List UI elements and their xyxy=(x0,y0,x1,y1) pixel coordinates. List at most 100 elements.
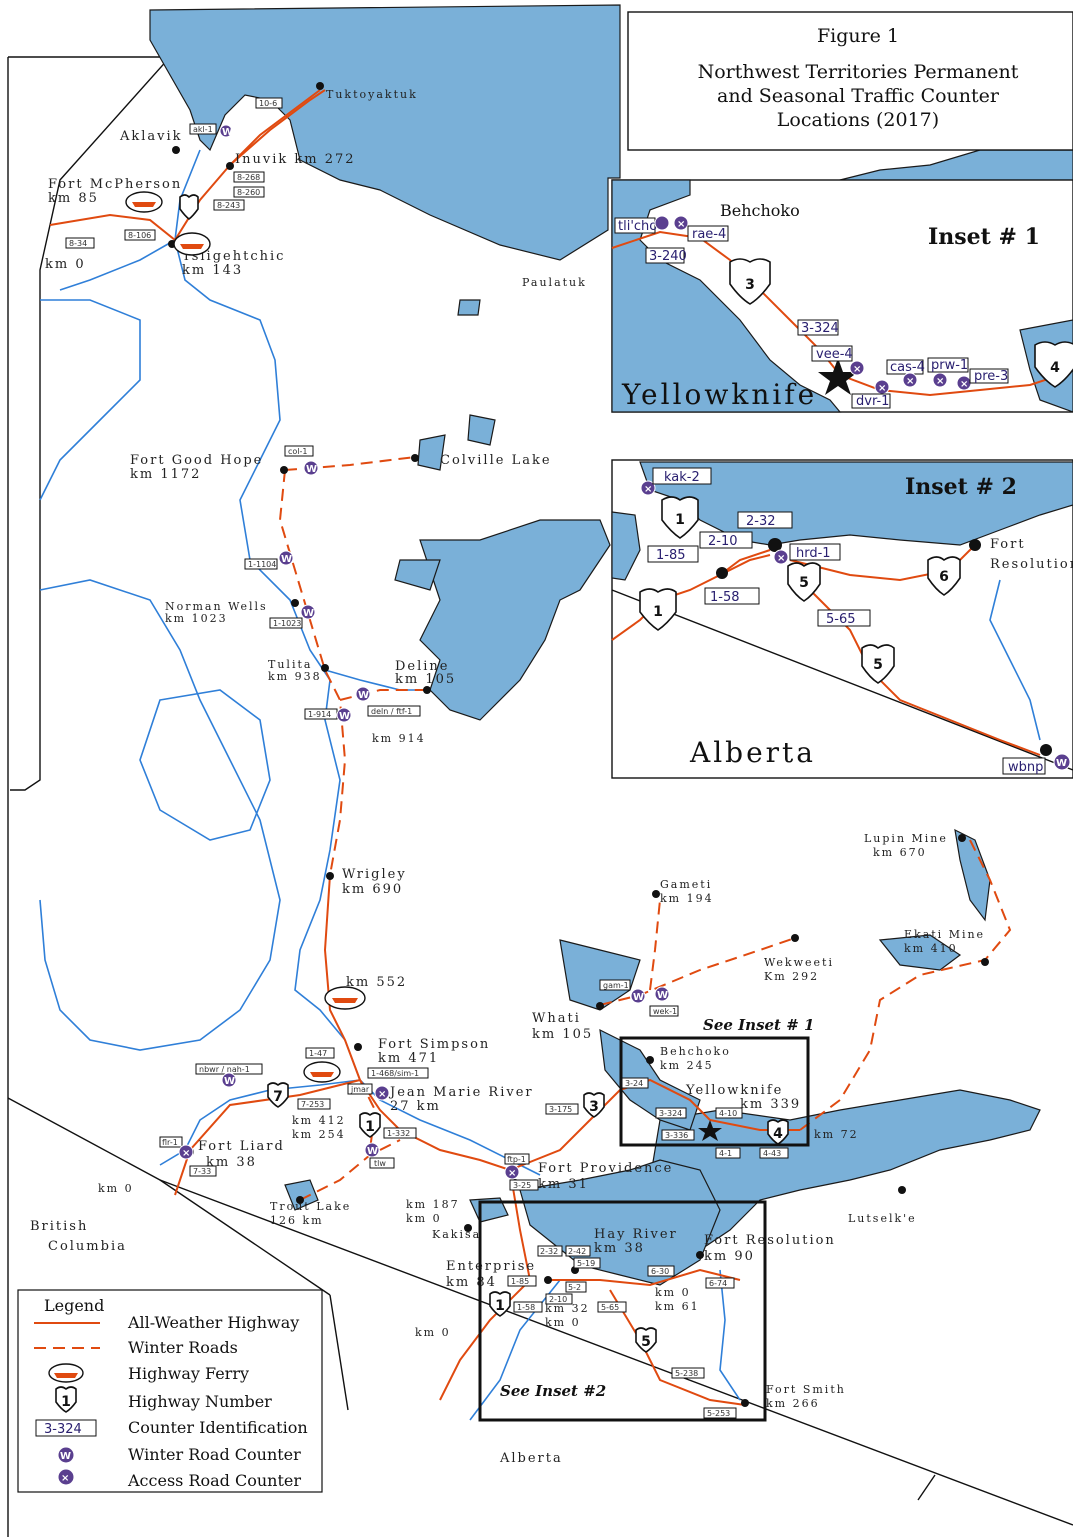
counter-7-33[interactable]: 7-33 xyxy=(189,1165,217,1177)
svg-text:×: × xyxy=(878,383,886,394)
counter-2-10[interactable]: 2-10 xyxy=(545,1293,573,1305)
counter-jmar[interactable]: jmar× xyxy=(347,1083,390,1101)
counter-ftp-1[interactable]: ftp-1× xyxy=(504,1153,530,1180)
inset1-counter-3324[interactable]: 3-324 xyxy=(797,319,839,336)
hay-river-km: km 38 xyxy=(594,1241,645,1256)
aklavik-label: Aklavik xyxy=(119,129,183,144)
inset1-counter-pre3[interactable]: × pre-3 xyxy=(956,368,1009,391)
counter-8-243[interactable]: 8-243 xyxy=(213,199,245,211)
counter-6-74[interactable]: 6-74 xyxy=(705,1277,735,1289)
counter-8-106[interactable]: 8-106 xyxy=(124,229,156,241)
counter-5-19-label: 5-19 xyxy=(577,1259,595,1268)
km72-label: km 72 xyxy=(814,1128,859,1141)
inset1-water xyxy=(611,179,842,413)
counter-5-2[interactable]: 5-2 xyxy=(565,1281,587,1293)
counter-2-42[interactable]: 2-42 xyxy=(565,1245,591,1257)
main-shield-7: 7 xyxy=(267,1082,289,1108)
counter-4-43[interactable]: 4-43 xyxy=(759,1147,789,1159)
see-inset-1-box[interactable] xyxy=(619,1036,810,1147)
counter-10-6-label: 10-6 xyxy=(259,99,277,108)
counter-5-253[interactable]: 5-253 xyxy=(703,1407,737,1419)
inset1-counter-cas4[interactable]: cas-4 × xyxy=(886,359,925,388)
counter-col-1-label: col-1 xyxy=(288,447,308,456)
great-bear-lake-arm xyxy=(394,559,441,591)
place-tuktoyaktuk: Tuktoyaktuk xyxy=(316,82,416,101)
counter-tlw-label: tlw xyxy=(374,1159,386,1168)
counter-1-1023-label: 1-1023 xyxy=(273,619,301,628)
inset2-counter-185[interactable]: 1-85 xyxy=(647,545,699,563)
counter-8-268[interactable]: 8-268 xyxy=(233,171,265,183)
inset1-counter-prw1[interactable]: prw-1 × xyxy=(927,357,969,388)
legend-item-access-counter: Access Road Counter xyxy=(127,1471,301,1490)
counter-nbwr[interactable]: nbwr / nah-1W xyxy=(195,1063,263,1088)
counter-1-58[interactable]: 1-58 xyxy=(513,1301,543,1313)
svg-text:W: W xyxy=(358,690,369,701)
see-inset-1-label: See Inset # 1 xyxy=(703,1016,814,1034)
inset2-counter-wbnp[interactable]: wbnp W xyxy=(1002,744,1071,775)
counter-1-85[interactable]: 1-85 xyxy=(507,1275,537,1287)
inset2-counter-158[interactable]: 1-58 xyxy=(704,587,760,605)
counter-3-175[interactable]: 3-175 xyxy=(545,1103,579,1115)
svg-text:W: W xyxy=(633,992,644,1003)
counter-2-32[interactable]: 2-32 xyxy=(537,1245,563,1257)
counter-3-324-main[interactable]: 3-324 xyxy=(655,1107,687,1119)
counter-3-336[interactable]: 3-336 xyxy=(661,1129,695,1141)
counter-1-47[interactable]: 1-47 xyxy=(305,1047,335,1059)
inset2-counter-hrd1[interactable]: × hrd-1 xyxy=(773,543,841,565)
inset1-counter-vee4[interactable]: vee-4 × xyxy=(811,345,865,376)
counter-1-468-label: 1-468/sim-1 xyxy=(371,1069,419,1078)
place-ekati: Ekati Mine km 410 xyxy=(904,928,989,966)
legend-shield-number: 1 xyxy=(61,1394,71,1410)
lake-ekati xyxy=(878,934,962,971)
place-inuvik: Inuvik km 272 xyxy=(226,152,354,170)
inset2-counter-kak2[interactable]: × kak-2 xyxy=(640,467,712,496)
counter-1-468[interactable]: 1-468/sim-1 xyxy=(367,1067,429,1079)
inset1-counter-dvr1[interactable]: × dvr-1 xyxy=(851,379,891,409)
fort-resolution-label: Fort Resolution xyxy=(704,1233,836,1248)
jean-marie-km: 27 km xyxy=(390,1099,441,1114)
inset1-counter-tlicho[interactable]: tli'cho xyxy=(614,215,670,234)
counter-3-25[interactable]: 3-25 xyxy=(509,1179,539,1191)
inset2-counter-565[interactable]: 5-65 xyxy=(817,609,871,627)
counter-gam-1[interactable]: gam-1W xyxy=(599,979,646,1004)
counter-10-6[interactable]: 10-6 xyxy=(255,97,283,109)
inset-2: Inset # 2 Fort Resolution Alberta 1 1 5 … xyxy=(611,459,1073,779)
counter-6-30[interactable]: 6-30 xyxy=(647,1265,675,1277)
counter-5-19[interactable]: 5-19 xyxy=(573,1257,601,1269)
counter-8-260[interactable]: 8-260 xyxy=(233,186,265,198)
inset2-counter-232[interactable]: 2-32 xyxy=(737,511,793,529)
inset1-prw1-label: prw-1 xyxy=(931,358,968,373)
inset1-counter-3240[interactable]: 3-240 xyxy=(645,247,687,264)
see-inset-2-box[interactable] xyxy=(478,1200,767,1422)
inset1-3240-label: 3-240 xyxy=(649,249,687,264)
counter-7-253[interactable]: 7-253 xyxy=(297,1098,331,1110)
counter-3-24[interactable]: 3-24 xyxy=(621,1077,649,1089)
counter-4-1[interactable]: 4-1 xyxy=(715,1147,741,1159)
counter-8-243-label: 8-243 xyxy=(217,201,240,210)
place-aklavik: Aklavik xyxy=(119,129,183,154)
place-fort-providence: Fort Providence km 31 xyxy=(511,1161,671,1192)
counter-8-106-label: 8-106 xyxy=(128,231,151,240)
counter-5-238[interactable]: 5-238 xyxy=(671,1367,705,1379)
svg-text:×: × xyxy=(378,1089,386,1100)
km32-label: km 32 xyxy=(545,1302,590,1315)
inset1-counter-rae4[interactable]: × rae-4 xyxy=(673,215,729,242)
inset1-3324-label: 3-324 xyxy=(801,321,839,336)
fort-mcpherson-km: km 85 xyxy=(48,191,99,206)
counter-4-10[interactable]: 4-10 xyxy=(715,1107,743,1119)
mackenzie-highway xyxy=(323,874,511,1171)
counter-flr-1[interactable]: flr-1× xyxy=(159,1136,194,1160)
counter-col-1[interactable]: col-1W xyxy=(284,445,319,476)
counter-1-332[interactable]: 1-332 xyxy=(383,1127,417,1139)
counter-5-65[interactable]: 5-65 xyxy=(597,1301,627,1313)
counter-8-34[interactable]: 8-34 xyxy=(65,237,95,249)
counter-4-10-label: 4-10 xyxy=(719,1109,737,1118)
inset2-counter-210[interactable]: 2-10 xyxy=(699,531,753,549)
